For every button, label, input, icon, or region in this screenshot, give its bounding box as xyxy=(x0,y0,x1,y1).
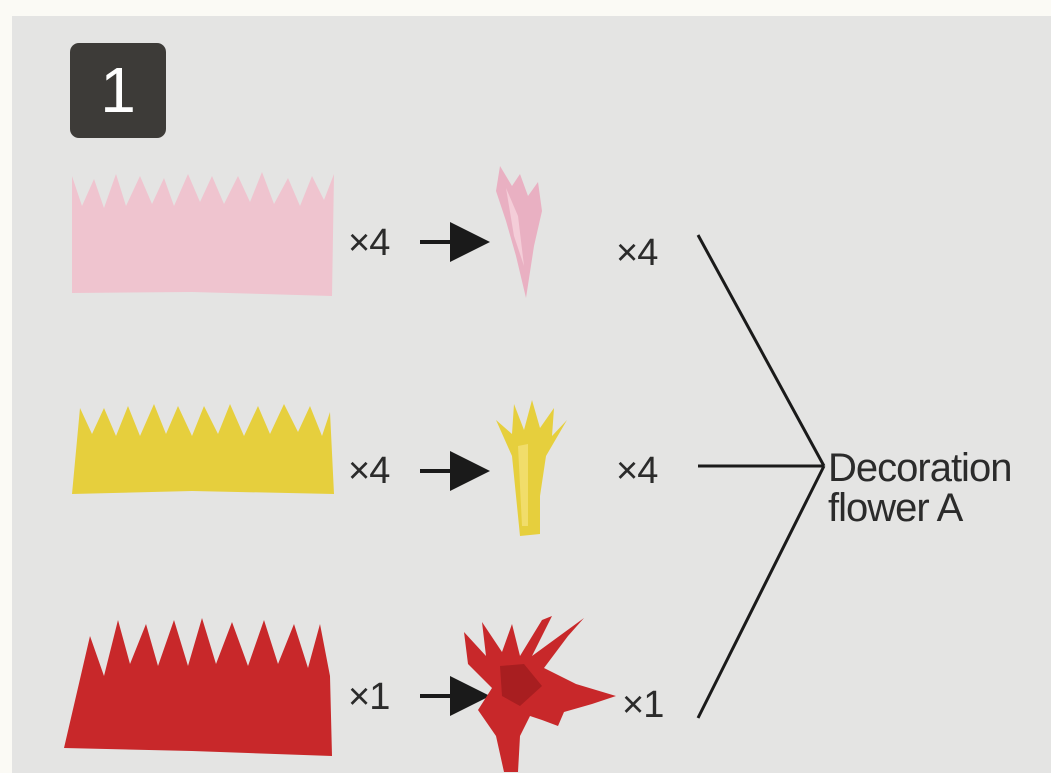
yellow-strip-icon xyxy=(72,404,334,494)
result-label-line2: flower A xyxy=(828,488,1011,528)
connector-line-bottom xyxy=(698,466,824,718)
connector-line-top xyxy=(698,235,824,466)
instruction-panel: 1 xyxy=(12,16,1051,773)
result-label-line1: Decoration xyxy=(828,448,1011,488)
flower-quantity: ×4 xyxy=(616,452,657,490)
pink-bud-icon xyxy=(496,166,542,298)
red-strip-icon xyxy=(64,618,332,756)
red-bloom-icon xyxy=(464,616,616,772)
flower-quantity: ×1 xyxy=(622,686,663,724)
strip-quantity: ×1 xyxy=(348,678,389,716)
result-label: Decoration flower A xyxy=(828,448,1011,528)
flower-quantity: ×4 xyxy=(616,234,657,272)
diagram-art xyxy=(12,16,1051,773)
yellow-bud-icon xyxy=(496,400,567,536)
strip-quantity: ×4 xyxy=(348,224,389,262)
pink-strip-icon xyxy=(72,172,334,296)
strip-quantity: ×4 xyxy=(348,452,389,490)
